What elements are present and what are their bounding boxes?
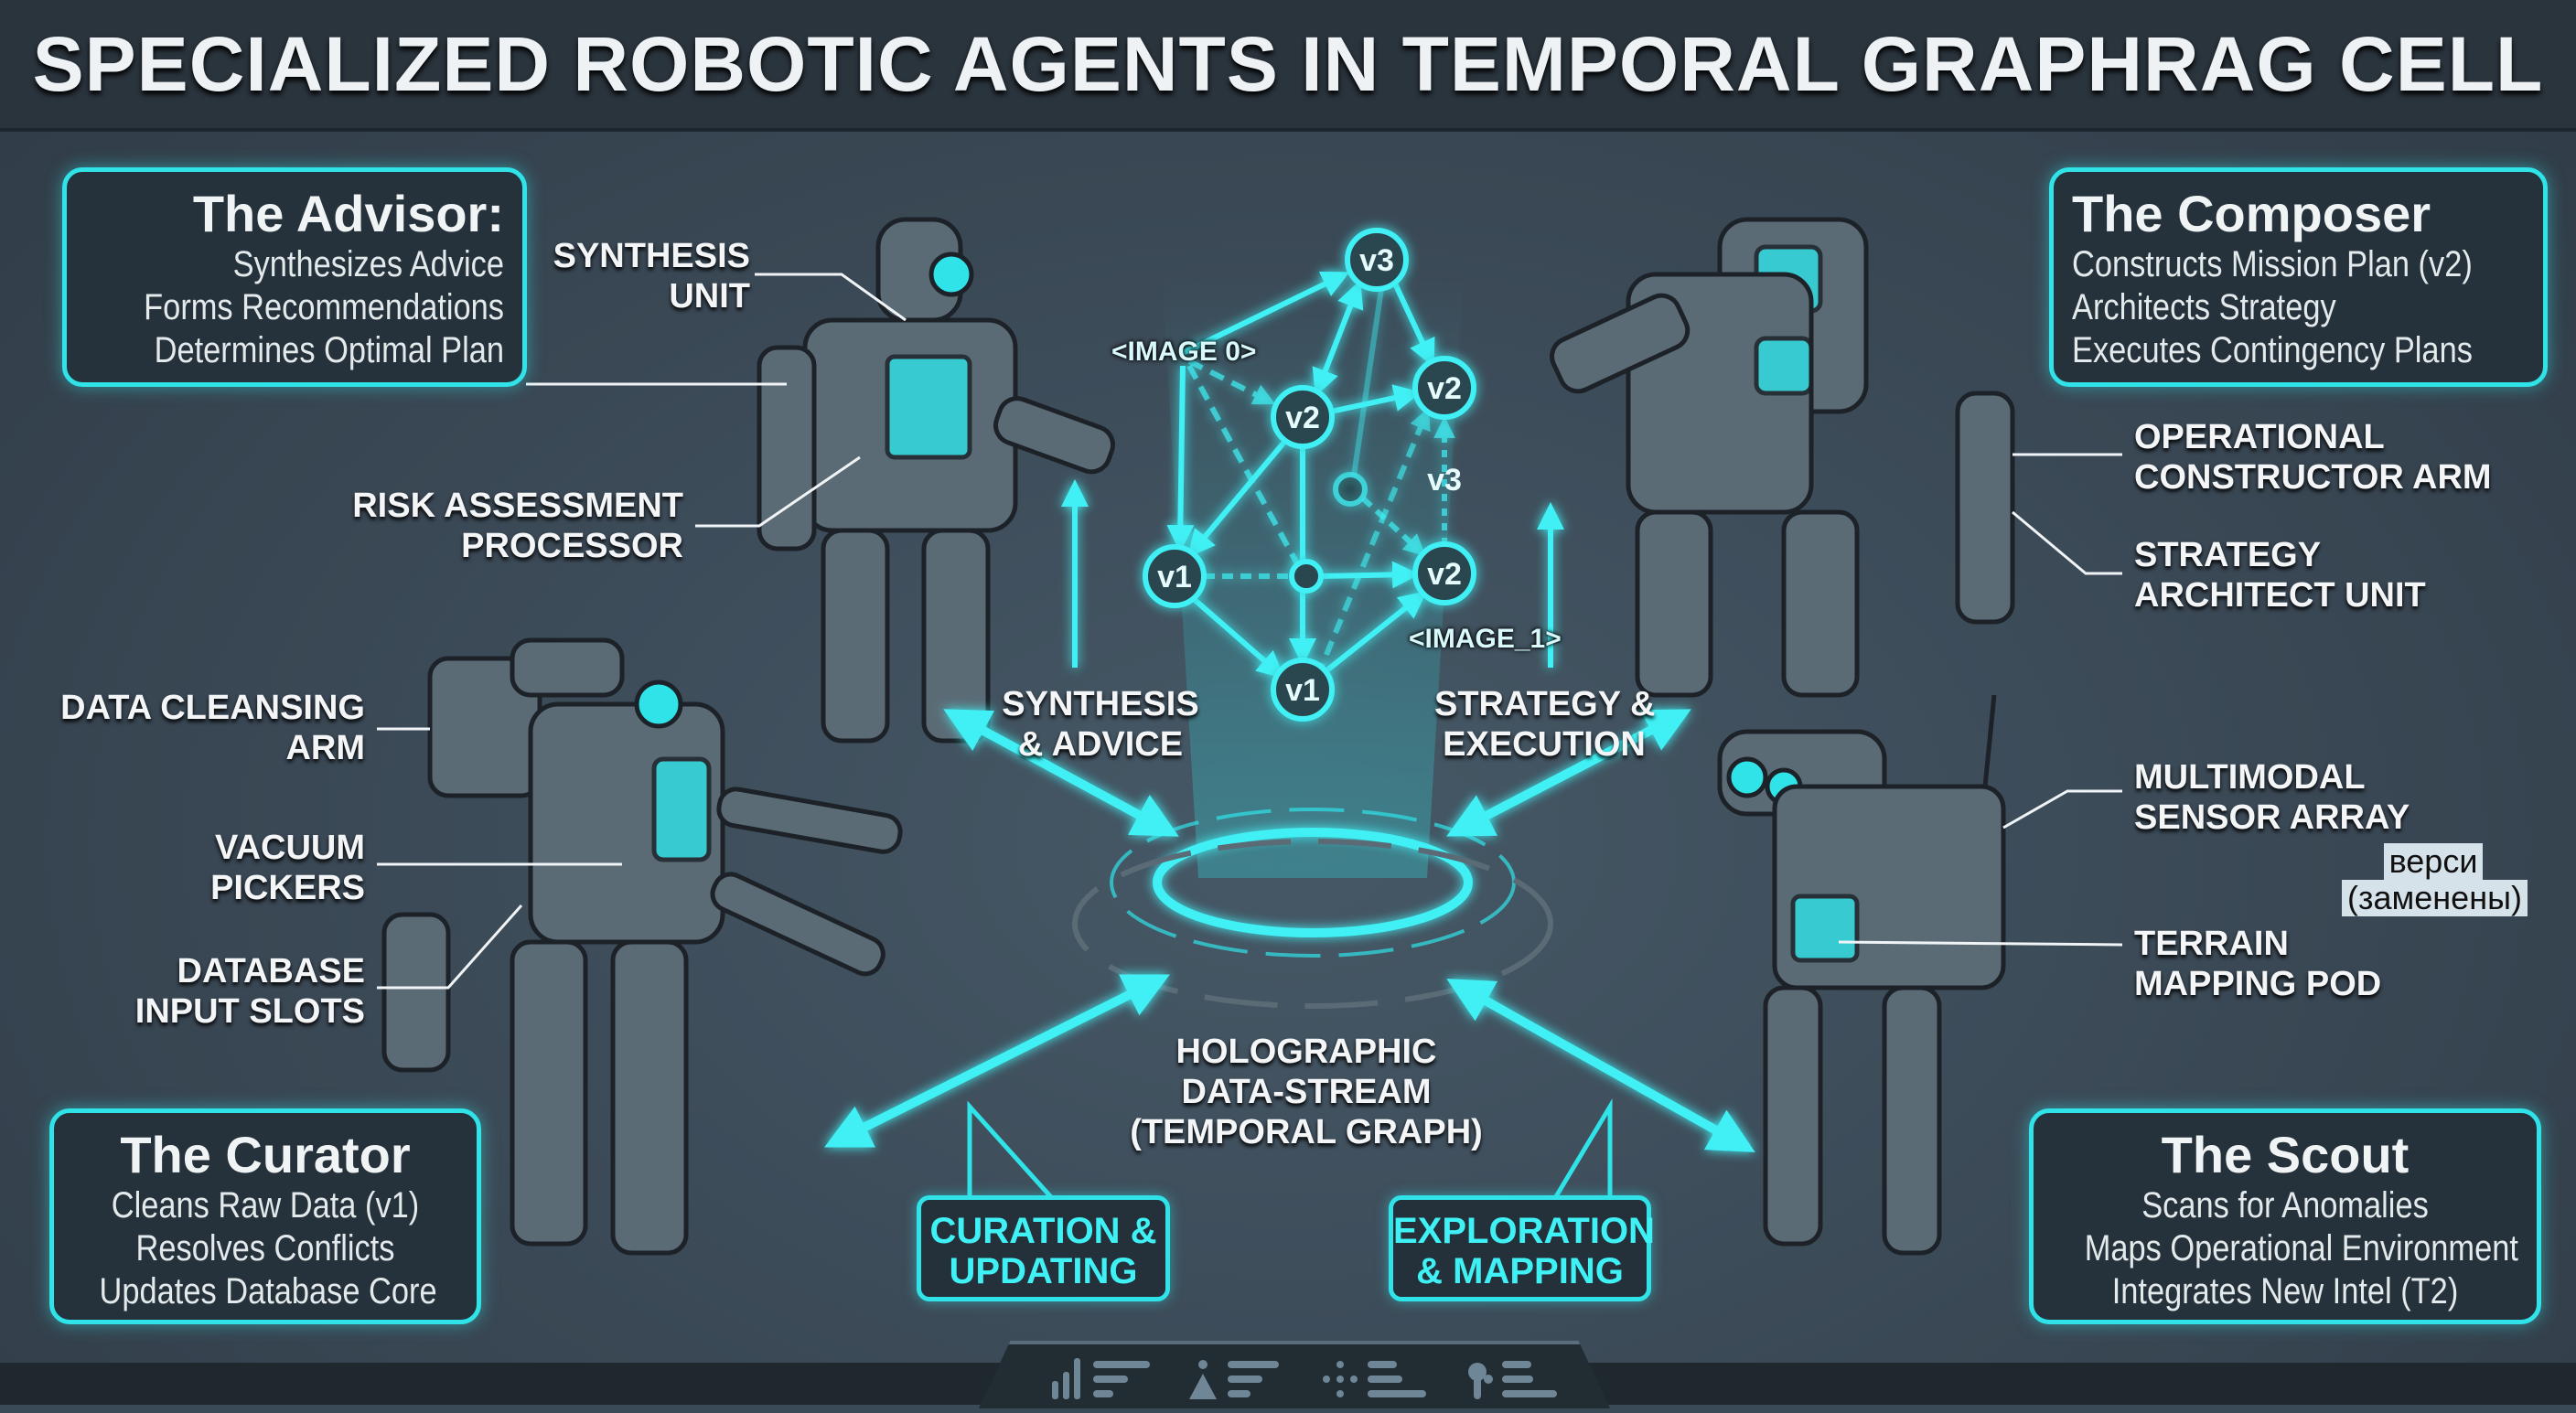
signal-bars-icon xyxy=(1052,1358,1150,1399)
bottom-icon-tray xyxy=(979,1341,1610,1408)
leader-lines xyxy=(377,273,2123,990)
robot-scout xyxy=(1717,694,2006,1256)
text-line: STRATEGY xyxy=(2134,536,2322,574)
node-v1-bottom xyxy=(1271,658,1335,722)
curator-line: Cleans Raw Data (v1) xyxy=(111,1185,420,1226)
text-line: UNIT xyxy=(669,277,750,316)
node-label: v2 xyxy=(1285,401,1320,435)
node-label: v1 xyxy=(1285,673,1320,708)
node-v2-mid xyxy=(1271,385,1335,449)
text-line: & MAPPING xyxy=(1416,1251,1624,1291)
text-line: MAPPING POD xyxy=(2134,965,2382,1003)
graph-edges xyxy=(1166,271,1455,679)
robot-curator xyxy=(381,637,903,1256)
composer-title: The Composer xyxy=(2072,185,2431,242)
text-line: INPUT SLOTS xyxy=(134,992,365,1031)
text-line: CURATION & xyxy=(929,1211,1157,1251)
beacon-icon xyxy=(1189,1360,1279,1399)
node-v2-bottom-right xyxy=(1412,541,1476,605)
probe-icon xyxy=(1468,1361,1557,1399)
advisor-title: The Advisor: xyxy=(192,185,504,242)
text-line: MULTIMODAL xyxy=(2134,758,2366,797)
text-line: RISK ASSESSMENT xyxy=(352,487,683,525)
tag-image-1: <IMAGE_1> xyxy=(1409,624,1562,654)
text-line: TERRAIN xyxy=(2134,925,2289,963)
text-line: HOLOGRAPHIC xyxy=(1175,1033,1437,1071)
node-label: v2 xyxy=(1427,557,1462,592)
flow-exploration-box: EXPLORATION& MAPPING xyxy=(1389,1195,1655,1301)
composer-line: Constructs Mission Plan (v2) xyxy=(2072,244,2473,284)
advisor-line: Forms Recommendations xyxy=(144,287,504,327)
advisor-line: Synthesizes Advice xyxy=(232,244,504,284)
scout-title: The Scout xyxy=(2161,1126,2410,1183)
composer-line: Architects Strategy xyxy=(2072,287,2336,327)
text-line: (TEMPORAL GRAPH) xyxy=(1130,1113,1483,1151)
text-line: PICKERS xyxy=(210,869,365,907)
text-line: DATA-STREAM xyxy=(1181,1073,1432,1111)
text-line: EXECUTION xyxy=(1443,725,1646,764)
edge-label: v3 xyxy=(1427,463,1462,498)
node-label: v3 xyxy=(1359,243,1394,278)
text-line: SYNTHESIS xyxy=(1002,685,1199,723)
text-line: VACUUM xyxy=(215,829,365,867)
text-line: EXPLORATION xyxy=(1393,1211,1655,1251)
tag-image-0: <IMAGE 0> xyxy=(1111,337,1257,367)
translation-overlay: верси (заменены) xyxy=(2342,843,2528,916)
graph-nodes: v3 v2 v2 v1 v2 v1 v3 xyxy=(1143,228,1476,722)
node-v3 xyxy=(1345,228,1409,292)
text-line: ARCHITECT UNIT xyxy=(2134,576,2426,615)
node-v1-left xyxy=(1143,544,1207,608)
scout-card: The Scout Scans for Anomalies Maps Opera… xyxy=(2029,1108,2541,1324)
text-line: OPERATIONAL xyxy=(2134,418,2385,456)
text-line: STRATEGY & xyxy=(1434,685,1656,723)
scout-line: Scans for Anomalies xyxy=(2141,1185,2429,1226)
text-line: CONSTRUCTOR ARM xyxy=(2134,458,2492,497)
scout-line: Maps Operational Environment xyxy=(2084,1228,2518,1268)
node-label: v2 xyxy=(1427,371,1462,406)
scout-line: Integrates New Intel (T2) xyxy=(2111,1271,2459,1311)
flow-synthesis-label: SYNTHESIS& ADVICE xyxy=(991,684,1210,765)
text-line: & ADVICE xyxy=(1017,725,1184,764)
flow-arrows xyxy=(824,479,1755,1152)
text-line: SENSOR ARRAY xyxy=(2134,798,2410,837)
text-line: DATA CLEANSING xyxy=(60,689,365,727)
text-line: UPDATING xyxy=(949,1251,1138,1291)
node-v2-top-right xyxy=(1412,356,1476,420)
flow-strategy-label: STRATEGY &EXECUTION xyxy=(1434,684,1656,765)
text-line: DATABASE xyxy=(177,952,365,990)
robot-advisor xyxy=(757,217,1116,744)
robot-composer xyxy=(1550,217,2015,698)
page-title: SPECIALIZED ROBOTIC AGENTS IN TEMPORAL G… xyxy=(32,20,2544,107)
advisor-card: The Advisor: Synthesizes Advice Forms Re… xyxy=(62,167,527,387)
node-label: v1 xyxy=(1157,560,1192,594)
text-line: ARM xyxy=(285,729,365,767)
text-line: PROCESSOR xyxy=(461,527,683,565)
advisor-line: Determines Optimal Plan xyxy=(154,330,504,370)
dots-cross-icon xyxy=(1323,1361,1426,1397)
curator-title: The Curator xyxy=(120,1126,411,1183)
title-bar: SPECIALIZED ROBOTIC AGENTS IN TEMPORAL G… xyxy=(0,0,2576,132)
box-pointers xyxy=(967,1097,1613,1200)
flow-curation-box: CURATION &UPDATING xyxy=(917,1195,1170,1301)
text-line: верси xyxy=(2383,843,2484,880)
text-line: (заменены) xyxy=(2342,880,2528,916)
text-line: SYNTHESIS xyxy=(553,237,750,275)
composer-card: The Composer Constructs Mission Plan (v2… xyxy=(2049,167,2548,387)
curator-line: Resolves Conflicts xyxy=(135,1228,395,1268)
curator-line: Updates Database Core xyxy=(99,1271,437,1311)
composer-line: Executes Contingency Plans xyxy=(2072,330,2473,370)
curator-card: The Curator Cleans Raw Data (v1) Resolve… xyxy=(49,1108,481,1324)
